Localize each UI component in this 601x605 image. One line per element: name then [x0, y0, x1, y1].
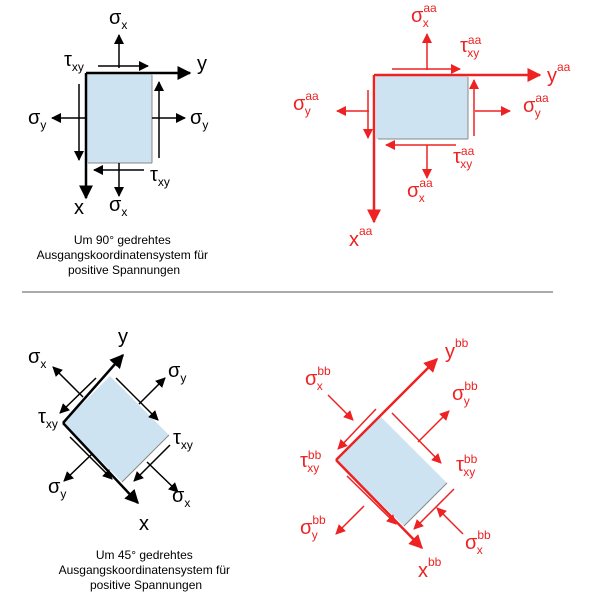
tau-bb-lower-right-arrow — [413, 488, 455, 530]
x-bb-axis-arrow — [335, 459, 423, 550]
sigma-x-top-label: σx — [109, 7, 127, 32]
tau-bb-lower-left-arrow — [346, 475, 397, 525]
sigma-y-left-label: σy — [28, 107, 46, 132]
element-diamond-bb — [336, 416, 447, 526]
tau-xy-bottom-label: τxy — [150, 164, 170, 189]
panel-rot90-original: y x σx σx σy σy τxy τxy Um 90° gedrehtes… — [28, 7, 212, 277]
caption-rot45: Um 45° gedrehtes Ausgangskoordinatensyst… — [59, 548, 234, 592]
caption-rot90: Um 90° gedrehtes Ausgangskoordinatensyst… — [37, 233, 212, 277]
sigma-y-lower-arrow-45 — [63, 453, 93, 482]
x-axis-arrow-45 — [62, 422, 139, 505]
sigma-y-lower-label-45: σy — [48, 476, 66, 501]
x-axis-label: x — [74, 197, 84, 219]
tau-upper-left-arrow-45 — [59, 377, 97, 414]
panel-rot45-original: y x σx σx σy σy τxy τxy Um 45° gedrehtes… — [28, 326, 234, 592]
element-square-aa — [376, 75, 468, 139]
sigma-y-upper-label-45: σy — [168, 360, 186, 385]
y-axis-arrow-45 — [62, 353, 124, 424]
y-aa-axis-label: yaa — [547, 60, 571, 87]
sigma-x-upper-label-45: σx — [28, 346, 46, 371]
sigma-x-bb-lower-arrow — [436, 507, 464, 535]
tau-bb-upper-left-arrow — [337, 408, 377, 450]
sigma-x-lower-label-45: σx — [172, 485, 190, 510]
sigma-y-bb-upper-arrow — [417, 410, 450, 443]
tau-upper-right-arrow-45 — [115, 377, 159, 421]
sigma-x-bottom-label: σx — [109, 194, 127, 219]
y-axis-label-45: y — [118, 326, 128, 348]
y-bb-axis-arrow — [335, 358, 438, 461]
tau-xy-top-label: τxy — [64, 49, 84, 74]
sigma-y-upper-arrow-45 — [138, 377, 166, 405]
tau-lower-right-arrow-45 — [133, 444, 171, 482]
tau-lower-left-arrow-45 — [69, 436, 113, 480]
sigma-y-right-label: σy — [190, 107, 208, 132]
sigma-y-bb-lower-arrow — [335, 505, 365, 535]
y-bb-axis-label: ybb — [445, 336, 469, 363]
element-diamond — [63, 376, 169, 482]
tau-bb-upper-right-arrow — [391, 412, 442, 464]
sigma-x-lower-arrow-45 — [146, 461, 179, 493]
tau-xy-left-label-45: τxy — [38, 406, 58, 431]
y-axis-label: y — [197, 53, 207, 75]
element-square — [86, 73, 152, 163]
sigma-x-upper-arrow-45 — [52, 366, 84, 398]
x-aa-axis-label: xaa — [349, 224, 373, 251]
tau-xy-right-label-45: τxy — [173, 427, 193, 452]
sigma-x-bb-upper-arrow — [327, 394, 354, 421]
x-bb-axis-label: xbb — [418, 555, 442, 582]
x-axis-label-45: x — [139, 513, 149, 535]
